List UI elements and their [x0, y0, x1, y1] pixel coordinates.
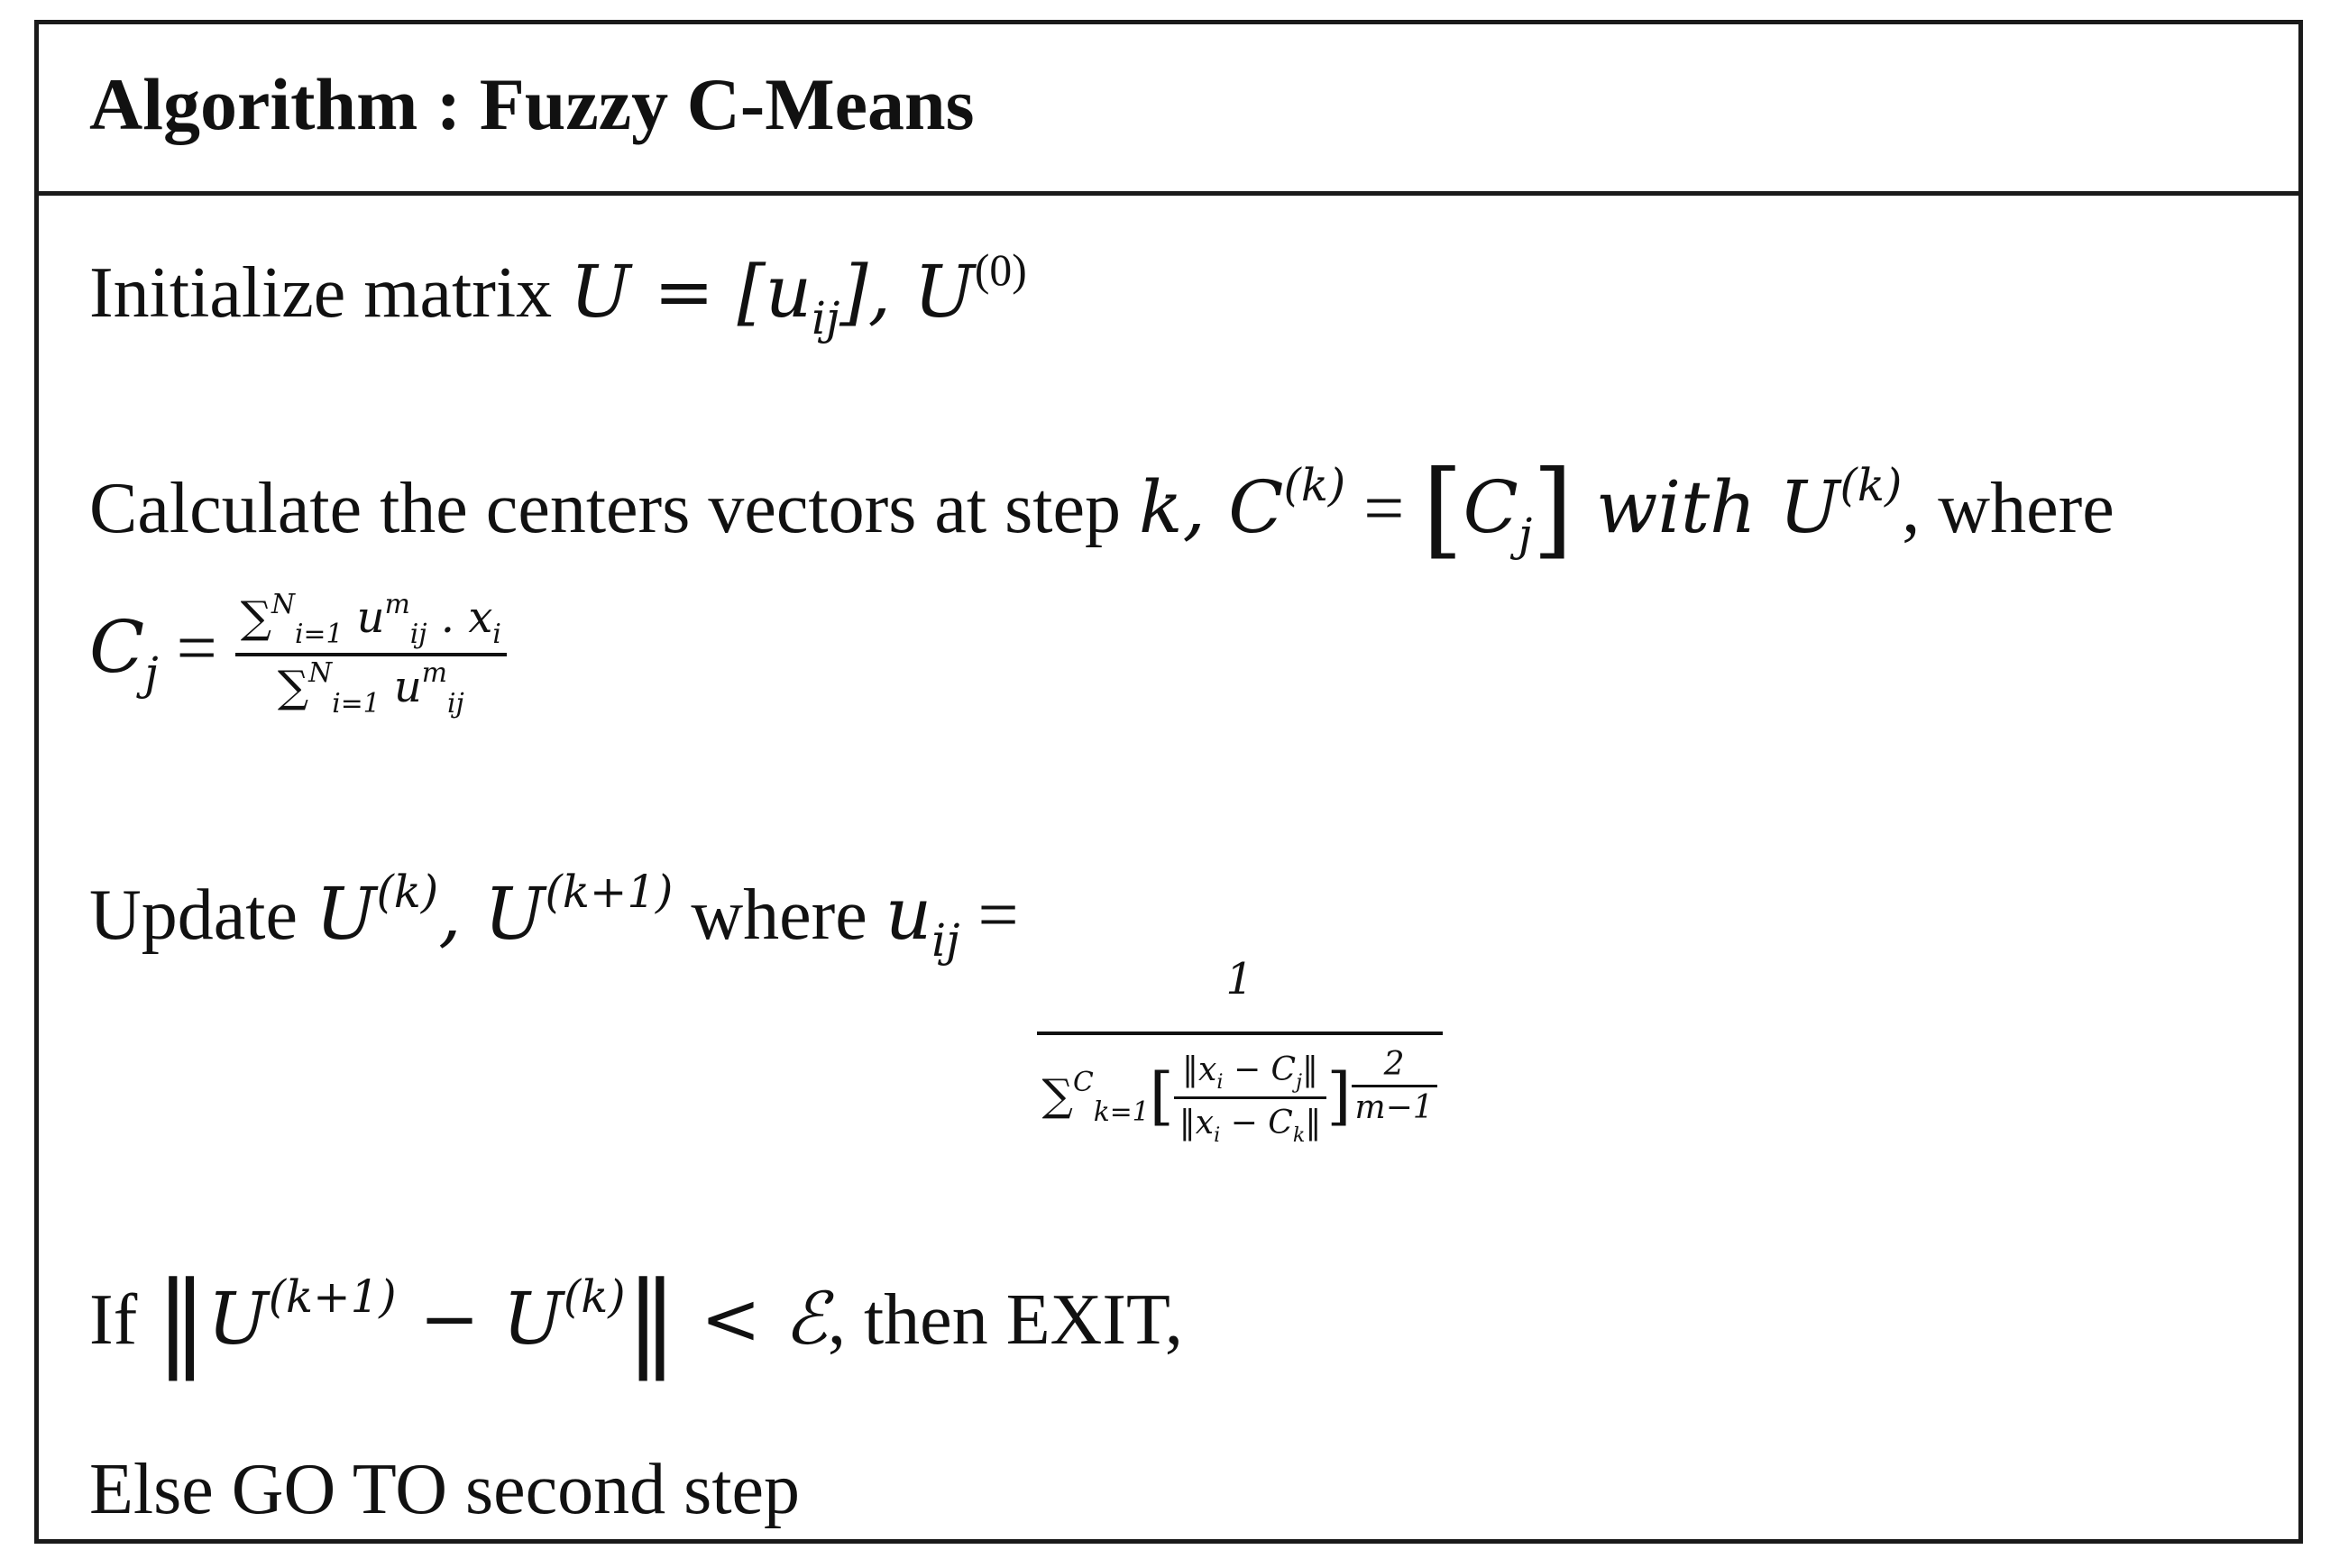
algorithm-box: Algorithm : Fuzzy C-Means Initialize mat… [34, 20, 2303, 1544]
algorithm-title: Algorithm : Fuzzy C-Means [89, 63, 975, 145]
step-initialize: Initialize matrix U = [uij], U(0) [89, 244, 1027, 345]
step-else: Else GO TO second step [89, 1450, 801, 1529]
step-convergence-check: If ‖U(k+1) − U(k)‖ < ℰ, then EXIT, [89, 1260, 1183, 1381]
center-fraction: ∑Ni=1 umij . xi ∑Ni=1 umij [234, 589, 507, 720]
step-calculate-centers: Calculate the centers vectors at step k,… [89, 448, 2114, 570]
center-formula: Cj = ∑Ni=1 umij . xi ∑Ni=1 umij [89, 589, 507, 720]
step-update: Update U(k), U(k+1) where uij = 1 ∑Ck=1[… [89, 866, 1443, 1147]
algorithm-header: Algorithm : Fuzzy C-Means [39, 24, 2298, 196]
